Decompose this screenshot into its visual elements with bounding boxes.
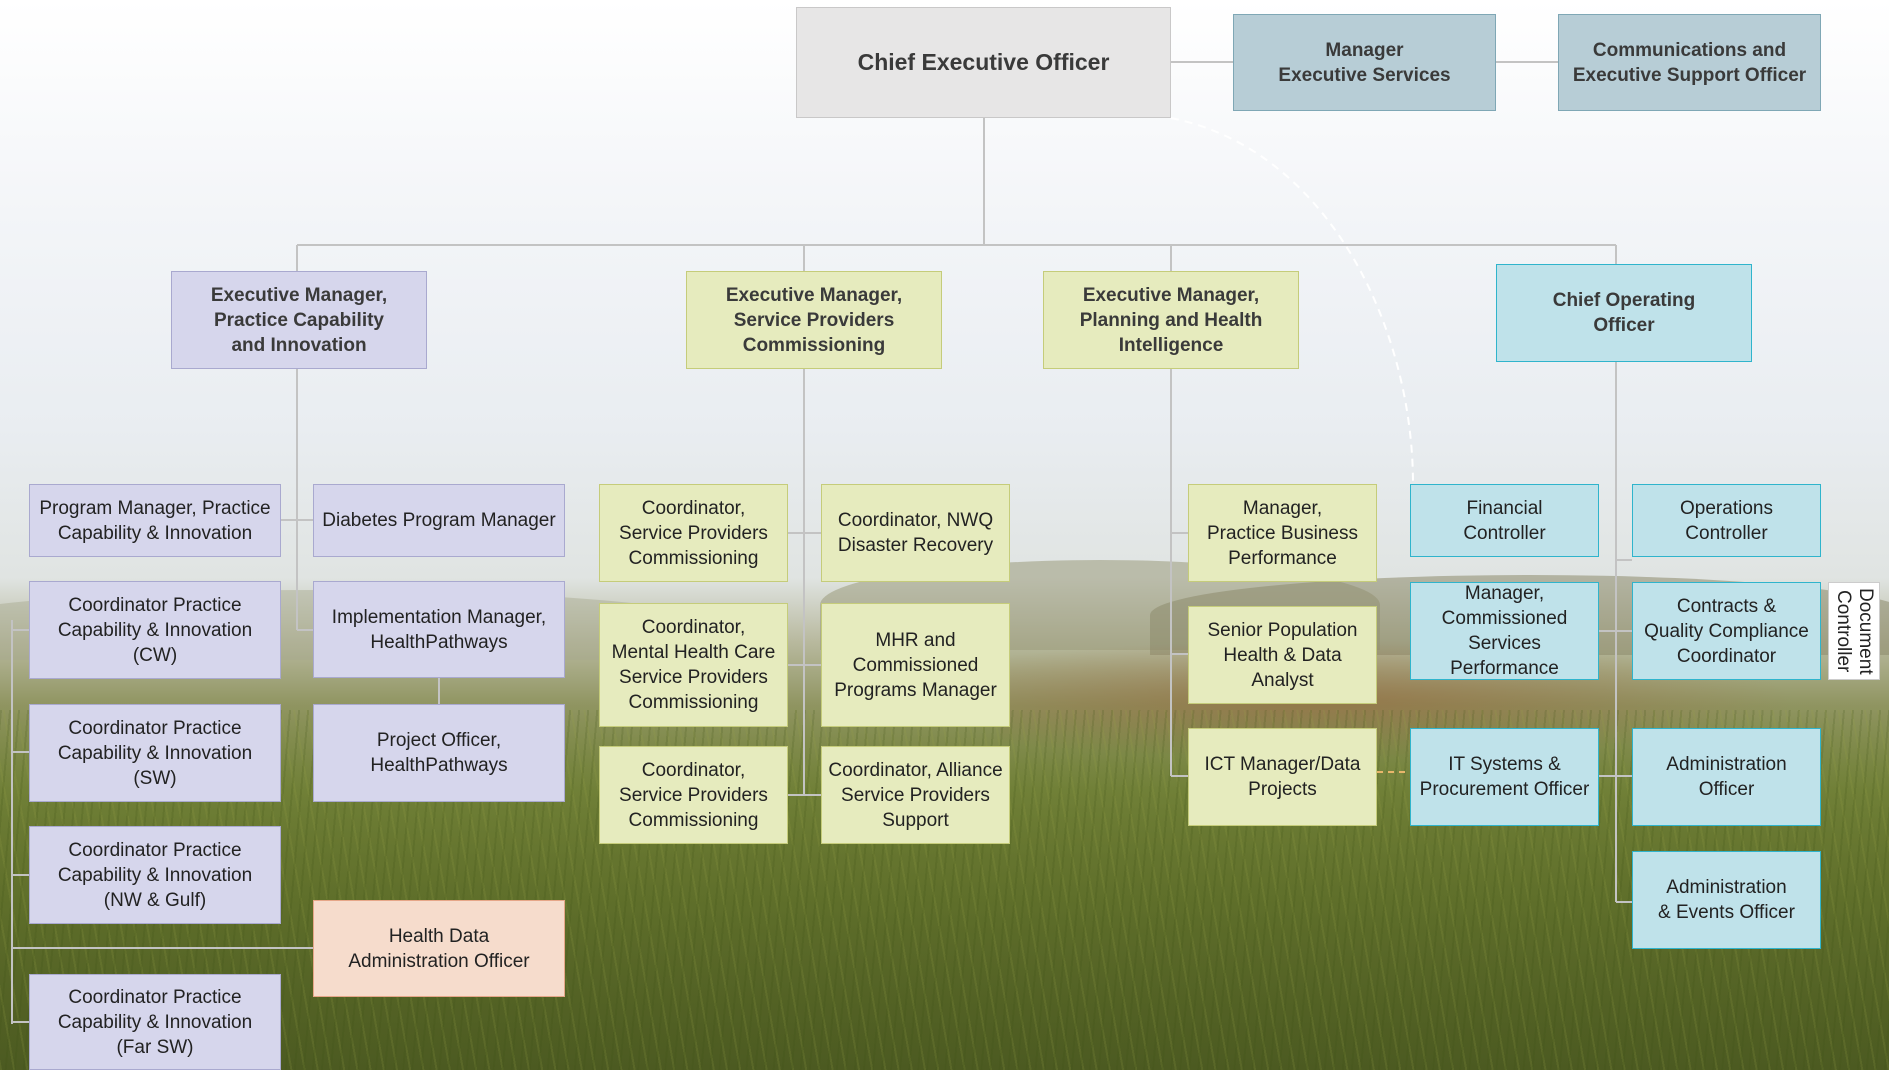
manager-executive-services-box: Manager Executive Services [1233, 14, 1496, 111]
coordinator-spc-2-box: Coordinator, Service Providers Commissio… [599, 746, 788, 844]
chief-operating-officer-box: Chief Operating Officer [1496, 264, 1752, 362]
coordinator-spc-1-box: Coordinator, Service Providers Commissio… [599, 484, 788, 582]
document-controller-box: Document Controller [1828, 582, 1880, 680]
manager-practice-business-box: Manager, Practice Business Performance [1188, 484, 1377, 582]
coordinator-sw-box: Coordinator Practice Capability & Innova… [29, 704, 281, 802]
health-data-admin-box: Health Data Administration Officer [313, 900, 565, 997]
coordinator-nw-gulf-box: Coordinator Practice Capability & Innova… [29, 826, 281, 924]
administration-officer-box: Administration Officer [1632, 728, 1821, 826]
exec-manager-practice-box: Executive Manager, Practice Capability a… [171, 271, 427, 369]
coordinator-mental-health-box: Coordinator, Mental Health Care Service … [599, 603, 788, 727]
coordinator-far-sw-box: Coordinator Practice Capability & Innova… [29, 974, 281, 1070]
administration-events-box: Administration & Events Officer [1632, 851, 1821, 949]
financial-controller-box: Financial Controller [1410, 484, 1599, 557]
communications-executive-support-box: Communications and Executive Support Off… [1558, 14, 1821, 111]
exec-manager-planning-box: Executive Manager, Planning and Health I… [1043, 271, 1299, 369]
implementation-manager-box: Implementation Manager, HealthPathways [313, 581, 565, 678]
exec-manager-service-providers-box: Executive Manager, Service Providers Com… [686, 271, 942, 369]
it-systems-box: IT Systems & Procurement Officer [1410, 728, 1599, 826]
diabetes-program-manager-box: Diabetes Program Manager [313, 484, 565, 557]
operations-controller-box: Operations Controller [1632, 484, 1821, 557]
coordinator-alliance-box: Coordinator, Alliance Service Providers … [821, 746, 1010, 844]
coordinator-cw-box: Coordinator Practice Capability & Innova… [29, 581, 281, 679]
senior-analyst-box: Senior Population Health & Data Analyst [1188, 606, 1377, 704]
contracts-coordinator-box: Contracts & Quality Compliance Coordinat… [1632, 582, 1821, 680]
ceo-box: Chief Executive Officer [796, 7, 1171, 118]
mhr-manager-box: MHR and Commissioned Programs Manager [821, 603, 1010, 727]
project-officer-box: Project Officer, HealthPathways [313, 704, 565, 802]
ict-manager-box: ICT Manager/Data Projects [1188, 728, 1377, 826]
program-manager-box: Program Manager, Practice Capability & I… [29, 484, 281, 557]
coordinator-nwq-box: Coordinator, NWQ Disaster Recovery [821, 484, 1010, 582]
manager-commissioned-services-box: Manager, Commissioned Services Performan… [1410, 582, 1599, 680]
